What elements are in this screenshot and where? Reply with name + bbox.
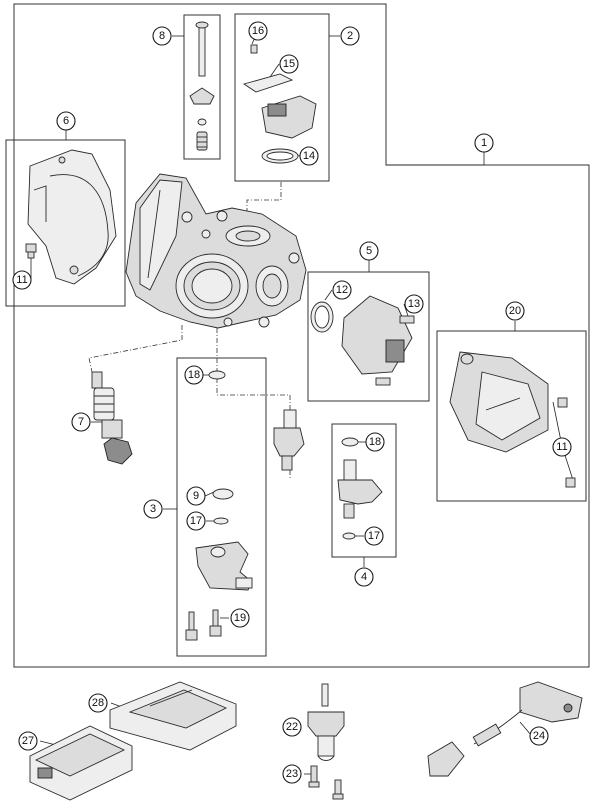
screw-part-11-right	[557, 397, 576, 488]
callout-7: 7	[71, 412, 91, 432]
control-unit-part-27	[29, 725, 133, 801]
actuator-part-5	[310, 295, 415, 386]
callout-16: 16	[248, 21, 268, 41]
callout-18-right: 18	[365, 432, 385, 452]
group-20-frame	[436, 330, 587, 502]
svg-text:9: 9	[193, 490, 199, 502]
callout-17-left: 17	[186, 511, 206, 531]
svg-text:3: 3	[150, 503, 156, 515]
svg-text:2: 2	[347, 30, 353, 42]
svg-text:24: 24	[533, 730, 545, 742]
svg-text:8: 8	[159, 30, 165, 42]
callout-23: 23	[282, 764, 302, 784]
group-2-frame	[234, 13, 330, 182]
svg-text:14: 14	[303, 150, 315, 162]
svg-text:22: 22	[286, 721, 298, 733]
svg-text:17: 17	[190, 515, 202, 527]
svg-text:18: 18	[369, 436, 381, 448]
svg-text:7: 7	[78, 416, 84, 428]
svg-text:1: 1	[481, 137, 487, 149]
callout-11-right: 11	[552, 437, 572, 457]
callout-15: 15	[279, 54, 299, 74]
stop-screw-part-8	[189, 21, 215, 151]
callout-12: 12	[332, 280, 352, 300]
assembly-1-outline	[13, 3, 590, 668]
callout-1: 1	[474, 133, 494, 153]
svg-text:13: 13	[408, 298, 420, 310]
injector-part-4	[337, 437, 383, 540]
cover-part-6	[27, 149, 117, 285]
control-unit-part-28	[109, 681, 237, 751]
svg-text:18: 18	[188, 369, 200, 381]
callout-22: 22	[282, 717, 302, 737]
callout-11-left: 11	[12, 270, 32, 290]
callout-28: 28	[88, 693, 108, 713]
svg-text:23: 23	[286, 768, 298, 780]
svg-text:15: 15	[283, 58, 295, 70]
svg-text:17: 17	[368, 530, 380, 542]
svg-text:28: 28	[92, 697, 104, 709]
sensor-part-2	[242, 44, 317, 164]
svg-text:27: 27	[22, 735, 34, 747]
svg-text:5: 5	[366, 245, 372, 257]
callout-27: 27	[18, 731, 38, 751]
svg-text:11: 11	[16, 274, 27, 286]
motor-part-20	[449, 351, 549, 453]
svg-text:20: 20	[509, 305, 521, 317]
callout-14: 14	[299, 146, 319, 166]
callout-18-left: 18	[184, 365, 204, 385]
callout-24: 24	[529, 726, 549, 746]
svg-text:19: 19	[234, 612, 246, 624]
screw-part-11-left	[25, 243, 37, 259]
group-8-frame	[183, 14, 221, 160]
callout-2: 2	[340, 26, 360, 46]
svg-text:12: 12	[336, 284, 348, 296]
callout-4: 4	[354, 567, 374, 587]
screw-part-23	[308, 765, 344, 800]
svg-text:6: 6	[63, 115, 69, 127]
wiring-harness-part-24	[427, 681, 583, 777]
svg-text:11: 11	[556, 441, 567, 453]
callout-20: 20	[505, 301, 525, 321]
callout-6: 6	[56, 111, 76, 131]
sensor-part-22	[307, 683, 345, 761]
callout-5: 5	[359, 241, 379, 261]
sensor-part-7	[91, 371, 133, 465]
callout-9: 9	[186, 486, 206, 506]
callout-3: 3	[143, 499, 163, 519]
callout-13: 13	[404, 294, 424, 314]
injector-part-3	[185, 370, 305, 641]
group-6-frame	[5, 139, 126, 307]
svg-text:16: 16	[252, 25, 264, 37]
group-5-frame	[307, 271, 430, 402]
callout-17-right: 17	[364, 526, 384, 546]
callout-19: 19	[230, 608, 250, 628]
group-3-frame	[176, 357, 267, 657]
svg-text:4: 4	[361, 571, 367, 583]
throttle-body	[125, 173, 307, 329]
callout-8: 8	[152, 26, 172, 46]
